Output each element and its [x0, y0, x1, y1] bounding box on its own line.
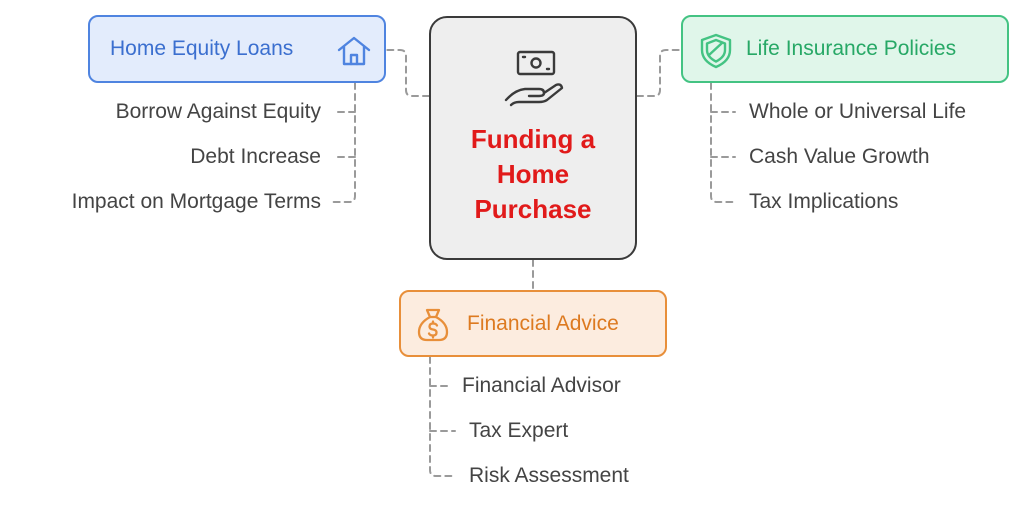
- connector-advice-trunk: [429, 356, 456, 477]
- center-node: Funding a Home Purchase: [429, 16, 637, 260]
- life-insurance-policies-node: Life Insurance Policies: [681, 15, 1009, 83]
- home-equity-loans-title: Home Equity Loans: [110, 37, 294, 60]
- advice-item-financial-advisor: Financial Advisor: [462, 374, 621, 397]
- center-title-line: Funding a: [470, 124, 596, 154]
- connector-equity-trunk: [332, 82, 356, 203]
- insurance-item-tax-implications: Tax Implications: [749, 190, 899, 213]
- center-title-line: Home: [496, 159, 570, 189]
- equity-item-debt-increase: Debt Increase: [190, 145, 321, 168]
- insurance-item-whole-or-universal-life: Whole or Universal Life: [749, 100, 967, 123]
- advice-item-tax-expert: Tax Expert: [469, 419, 569, 442]
- connector-center-insurance: [636, 49, 682, 97]
- shield-icon: [700, 33, 732, 69]
- financial-advice-node: Financial Advice: [399, 290, 667, 357]
- equity-item-impact-on-mortgage-terms: Impact on Mortgage Terms: [71, 190, 321, 213]
- advice-item-risk-assessment: Risk Assessment: [469, 464, 629, 487]
- connector-insurance-trunk: [710, 82, 736, 203]
- equity-item-borrow-against-equity: Borrow Against Equity: [115, 100, 321, 123]
- center-title-line: Purchase: [474, 194, 592, 224]
- center-title: Funding a Home Purchase: [431, 122, 635, 227]
- connector-center-equity: [385, 49, 430, 97]
- hand-holding-money-icon: [504, 50, 564, 107]
- financial-advice-title: Financial Advice: [467, 311, 619, 335]
- house-icon: [337, 36, 371, 66]
- money-bag-icon: [417, 308, 449, 342]
- home-equity-loans-node: Home Equity Loans: [88, 15, 386, 83]
- life-insurance-policies-title: Life Insurance Policies: [746, 37, 957, 60]
- insurance-item-cash-value-growth: Cash Value Growth: [749, 145, 930, 168]
